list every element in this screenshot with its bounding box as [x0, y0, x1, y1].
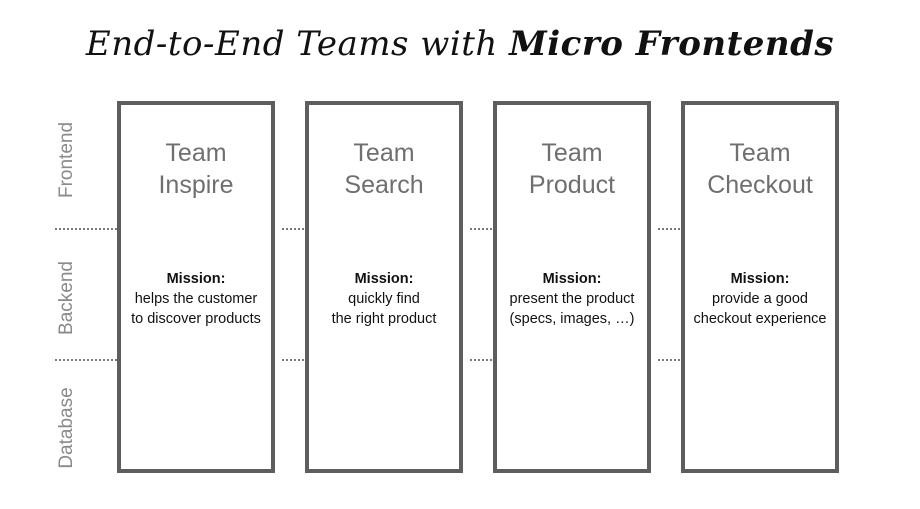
layer-divider-lower — [658, 359, 680, 361]
team-column-search: Team Search Mission: quickly find the ri… — [305, 101, 463, 473]
layer-divider-lower — [470, 359, 492, 361]
team-column-checkout: Team Checkout Mission: provide a good ch… — [681, 101, 839, 473]
team-name: Team Search — [344, 139, 424, 199]
team-column-product: Team Product Mission: present the produc… — [493, 101, 651, 473]
team-name: Team Inspire — [158, 139, 234, 199]
team-mission: Mission: present the product (specs, ima… — [509, 271, 635, 327]
team-name: Team Product — [528, 139, 616, 199]
layer-divider-lower — [55, 359, 117, 361]
layer-divider-upper — [658, 228, 680, 230]
team-mission: Mission: quickly find the right product — [331, 271, 437, 327]
layer-divider-upper — [282, 228, 304, 230]
layer-divider-lower — [282, 359, 304, 361]
team-column-inspire: Team Inspire Mission: helps the customer… — [117, 101, 275, 473]
layer-divider-upper — [470, 228, 492, 230]
team-name: Team Checkout — [707, 139, 813, 199]
layer-divider-upper — [55, 228, 117, 230]
diagram-title: End-to-End Teams with Micro Frontends — [0, 24, 920, 64]
title-emphasis: Micro Frontends — [509, 24, 835, 64]
title-regular: End-to-End Teams with — [85, 24, 510, 64]
team-mission: Mission: helps the customer to discover … — [131, 271, 261, 327]
team-mission: Mission: provide a good checkout experie… — [693, 271, 827, 327]
